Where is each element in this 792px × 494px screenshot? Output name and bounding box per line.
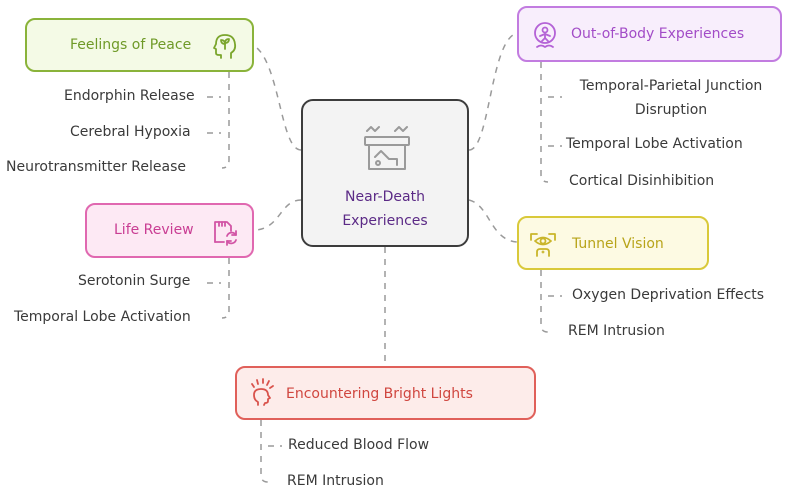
head-sprout-icon — [213, 34, 237, 59]
branch-out-of-body-experiences[interactable]: Out-of-Body Experiences — [517, 6, 782, 62]
branch-tunnel-vision[interactable]: Tunnel Vision — [517, 216, 709, 270]
central-topic-title: Near-Death Experiences — [342, 189, 428, 229]
glowing-head-icon — [251, 378, 274, 406]
leaf-cortical-disinhibition: Cortical Disinhibition — [569, 173, 715, 189]
branch-label: Out-of-Body Experiences — [571, 26, 745, 42]
branch-label: Feelings of Peace — [70, 37, 192, 53]
branch-label: Encountering Bright Lights — [286, 386, 473, 402]
branch-label: Tunnel Vision — [572, 236, 664, 252]
leaf-serotonin-surge: Serotonin Surge — [78, 273, 191, 289]
leaf-rem-intrusion: REM Intrusion — [568, 323, 665, 339]
leaf-endorphin-release: Endorphin Release — [64, 88, 195, 104]
leaf-temporal-lobe-activation: Temporal Lobe Activation — [14, 309, 191, 325]
branch-life-review[interactable]: Life Review — [85, 203, 254, 258]
tunnel-eye-icon — [530, 233, 556, 257]
person-on-bed-icon — [364, 126, 410, 170]
memory-card-icon — [214, 221, 237, 246]
central-topic-node[interactable]: Near-Death Experiences — [301, 99, 469, 247]
leaf-oxygen-deprivation-effects: Oxygen Deprivation Effects — [572, 287, 765, 303]
leaf-temporal-parietal-junction-disruption: Temporal-Parietal Junction Disruption — [579, 78, 763, 118]
branch-label: Life Review — [114, 222, 194, 238]
leaf-reduced-blood-flow: Reduced Blood Flow — [288, 437, 430, 453]
leaf-temporal-lobe-activation: Temporal Lobe Activation — [566, 136, 743, 152]
branch-encountering-bright-lights[interactable]: Encountering Bright Lights — [235, 366, 536, 420]
leaf-neurotransmitter-release: Neurotransmitter Release — [6, 159, 186, 175]
floating-person-icon — [534, 22, 556, 48]
leaf-cerebral-hypoxia: Cerebral Hypoxia — [70, 124, 191, 140]
branch-feelings-of-peace[interactable]: Feelings of Peace — [25, 18, 254, 72]
leaf-rem-intrusion: REM Intrusion — [287, 473, 384, 489]
